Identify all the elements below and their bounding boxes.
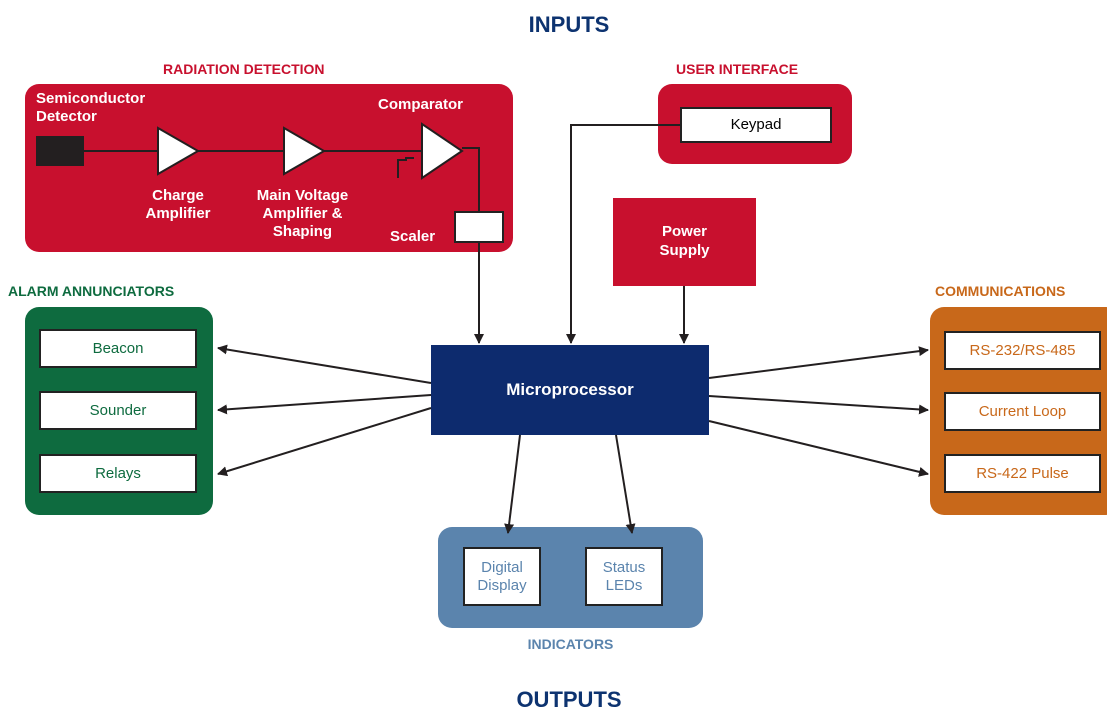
comparator-symbol — [421, 122, 464, 180]
main-amplifier-label: Main Voltage Amplifier & Shaping — [256, 187, 349, 240]
comparator-to-scaler-wire — [462, 147, 480, 211]
semiconductor-detector-label: Semiconductor Detector — [36, 90, 146, 125]
detector-block — [36, 136, 84, 166]
user-interface-title: USER INTERFACE — [676, 61, 799, 77]
beacon-box: Beacon — [39, 329, 197, 368]
radiation-detection-title: RADIATION DETECTION — [163, 61, 325, 77]
microprocessor-label: Microprocessor — [506, 380, 634, 399]
digital-display-box: Digital Display — [463, 547, 541, 606]
arrow-to-current-loop — [708, 395, 929, 415]
inputs-heading: INPUTS — [528, 12, 610, 37]
arrow-to-status-leds — [615, 434, 636, 534]
scaler-label: Scaler — [390, 228, 436, 245]
keypad-to-microprocessor-arrow — [566, 124, 680, 344]
main-amplifier-symbol — [283, 126, 327, 176]
scaler-box — [454, 211, 504, 243]
current-loop-box: Current Loop — [944, 392, 1101, 431]
comparator-label: Comparator — [378, 96, 464, 113]
arrow-to-digital-display — [504, 434, 521, 534]
communications-title: COMMUNICATIONS — [935, 283, 1066, 299]
relays-box: Relays — [39, 454, 197, 493]
outputs-heading: OUTPUTS — [516, 687, 622, 712]
arrow-to-rs422 — [708, 420, 929, 477]
rs232-box: RS-232/RS-485 — [944, 331, 1101, 370]
power-supply-label: Power Supply — [659, 223, 710, 259]
arrow-to-beacon — [217, 344, 432, 384]
sounder-box: Sounder — [39, 391, 197, 430]
charge-amplifier-symbol — [157, 126, 201, 176]
microprocessor-block: Microprocessor — [431, 345, 709, 435]
arrow-to-rs232 — [708, 346, 929, 379]
indicators-title: INDICATORS — [527, 636, 614, 652]
status-leds-box: Status LEDs — [585, 547, 663, 606]
power-supply-block: Power Supply — [613, 198, 756, 286]
alarm-annunciators-title: ALARM ANNUNCIATORS — [8, 283, 175, 299]
keypad-box: Keypad — [680, 107, 832, 143]
arrow-to-relays — [217, 407, 432, 477]
threshold-step-symbol — [397, 157, 414, 178]
charge-amplifier-label: Charge Amplifier — [145, 187, 211, 222]
arrow-to-sounder — [217, 394, 432, 415]
rs422-box: RS-422 Pulse — [944, 454, 1101, 493]
